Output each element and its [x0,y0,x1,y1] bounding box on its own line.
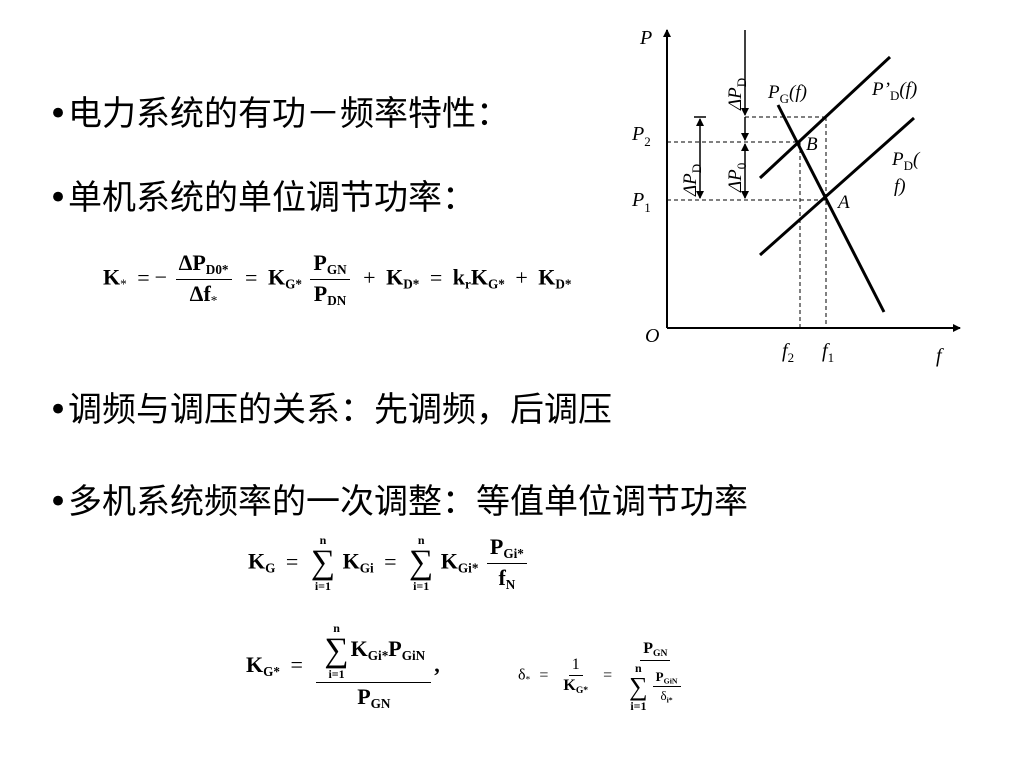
pd-curve [759,116,915,257]
point-a-label: A [836,192,850,213]
delta-pd-top-label: ΔPD [725,78,749,111]
pg-label: PG(f) [767,82,807,106]
equation-kg-sum: KG = n∑i=1 KGi = n∑i=1 KGi* PGi*fN [248,534,530,593]
bullet-multi-machine: •多机系统频率的一次调整：等值单位调节功率 [48,482,749,522]
p2-label: P2 [631,123,651,149]
pd-prime-label: P’D(f) [871,79,917,103]
bullet-active-power-frequency: •电力系统的有功－频率特性： [48,94,511,134]
f2-label: f2 [782,340,794,365]
delta-p0-label: ΔP0 [725,163,749,193]
f1-label: f1 [822,340,834,365]
origin-label: O [645,325,659,347]
point-b-label: B [806,134,818,155]
pg-curve [776,104,886,313]
delta-pd-left-label: ΔPD [680,164,704,197]
f-axis-label: f [936,345,944,367]
p-axis-label: P [639,27,652,49]
pd-label: PD( [891,149,921,173]
bullet-unit-regulation-power: •单机系统的单位调节功率： [48,178,477,218]
bullet-frequency-voltage-relation: •调频与调压的关系：先调频，后调压 [48,390,613,430]
pd-label-cont: f) [894,176,906,197]
p1-label: P1 [631,189,651,215]
pf-characteristic-diagram: P f O P2 P1 f2 f1 B A PG(f) P’D(f) PD( f… [631,27,961,367]
